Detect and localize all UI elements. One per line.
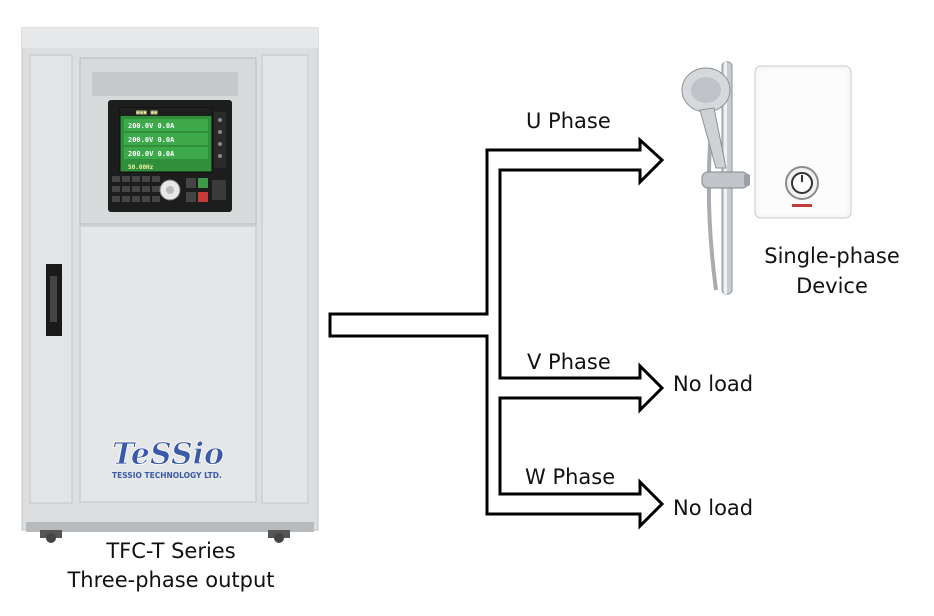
lcd-row-1: 200.0V 0.0A — [128, 122, 175, 130]
w-phase-label: W Phase — [525, 465, 616, 489]
tessio-company-name: TESSIO TECHNOLOGY LTD. — [112, 471, 222, 480]
cabinet-top — [22, 28, 318, 48]
tessio-logo: TeSSio — [112, 437, 224, 472]
cabinet-door — [79, 225, 257, 503]
wheel-right — [274, 533, 284, 543]
cabinet-right-panel — [261, 54, 309, 504]
lcd-row-2: 200.0V 0.0A — [128, 136, 175, 144]
keypad — [112, 176, 160, 202]
device-label: Single-phase Device — [744, 241, 920, 301]
cabinet-caption-line2: Three-phase output — [67, 568, 275, 592]
cabinet-caption-line1: TFC-T Series — [106, 539, 236, 563]
w-load-label: No load — [673, 496, 754, 520]
v-phase-label: V Phase — [527, 350, 611, 374]
cabinet-base — [26, 522, 314, 532]
svg-text:▣▣▣ ▣▣: ▣▣▣ ▣▣ — [136, 109, 158, 116]
wheel-left — [46, 533, 56, 543]
device-label-line2: Device — [796, 274, 868, 298]
device-label-line1: Single-phase — [764, 244, 900, 268]
v-load-label: No load — [673, 372, 754, 396]
cabinet-caption: TFC-T Series Three-phase output — [40, 537, 302, 595]
cabinet-left-panel — [29, 54, 73, 504]
lcd-footer: 50.00Hz — [128, 164, 154, 171]
shower-slider — [701, 171, 749, 189]
lcd-row-3: 200.0V 0.0A — [128, 150, 175, 158]
u-phase-label: U Phase — [526, 109, 611, 133]
output-trunk-arrow — [328, 136, 665, 530]
